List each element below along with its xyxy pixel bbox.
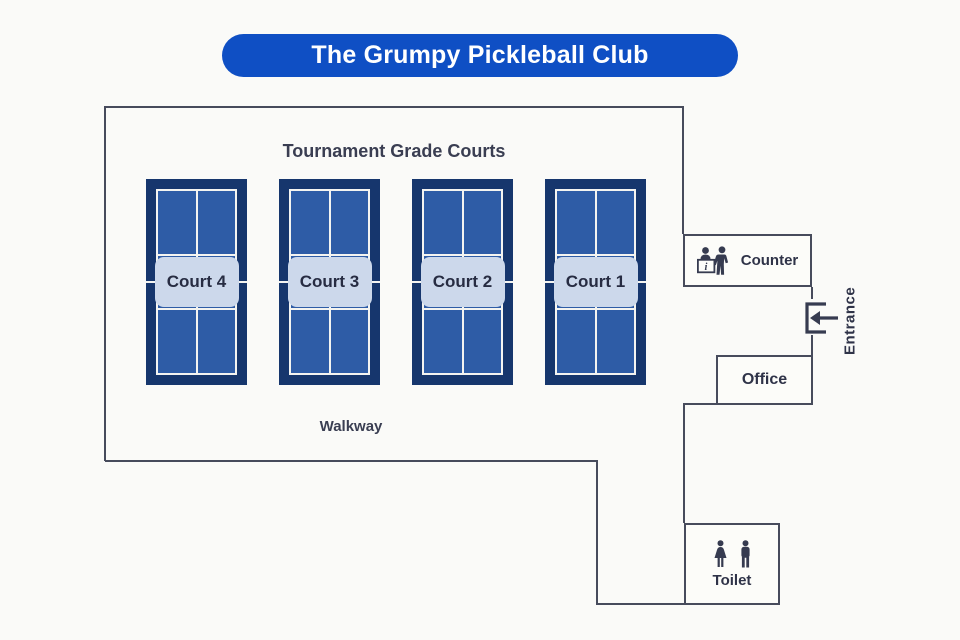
- hall-wall-top-left-right: [104, 106, 684, 461]
- kitchen-line: [557, 254, 634, 256]
- court-label: Court 4: [154, 257, 239, 307]
- club-title: The Grumpy Pickleball Club: [311, 41, 649, 69]
- kitchen-line: [158, 308, 235, 310]
- kitchen-line: [424, 308, 501, 310]
- walkway-label: Walkway: [319, 418, 383, 435]
- toilet-label: Toilet: [712, 571, 752, 589]
- counter-room: i Counter: [683, 234, 812, 287]
- counter-label: Counter: [740, 252, 799, 269]
- woman-icon: [714, 539, 726, 567]
- hall-heading: Tournament Grade Courts: [282, 141, 506, 161]
- enter-arrow-icon: [805, 302, 838, 334]
- kitchen-line: [557, 308, 634, 310]
- restroom-icons: [712, 539, 753, 568]
- pickleball-court-3: Court 3: [279, 179, 380, 385]
- svg-text:i: i: [704, 262, 707, 273]
- pickleball-court-4: Court 4: [146, 179, 247, 385]
- pickleball-court-1: Court 1: [545, 179, 646, 385]
- court-label: Court 1: [553, 257, 638, 307]
- kitchen-line: [291, 254, 368, 256]
- club-title-banner: The Grumpy Pickleball Club: [222, 34, 738, 77]
- wall-office-to-toilet: [683, 403, 716, 523]
- court-label: Court 3: [287, 257, 372, 307]
- man-icon: [740, 539, 750, 567]
- kitchen-line: [158, 254, 235, 256]
- court-label: Court 2: [420, 257, 505, 307]
- hall-wall-bottom: [105, 460, 684, 605]
- entrance-label: Entrance: [841, 286, 859, 356]
- office-room: Office: [716, 355, 813, 405]
- pickleball-court-2: Court 2: [412, 179, 513, 385]
- toilet-room: Toilet: [684, 523, 780, 605]
- kitchen-line: [291, 308, 368, 310]
- office-label: Office: [741, 371, 788, 388]
- information-desk-icon: i: [696, 245, 728, 275]
- kitchen-line: [424, 254, 501, 256]
